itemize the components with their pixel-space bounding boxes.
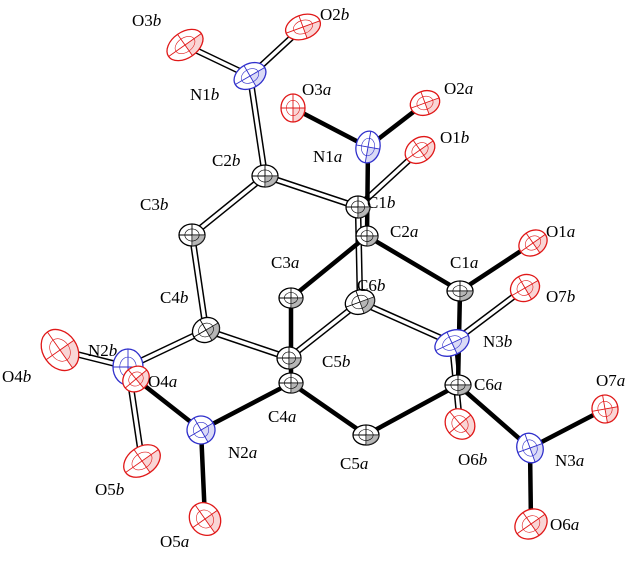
- atom-C3b: [178, 223, 206, 247]
- atom-N3a: [516, 432, 544, 464]
- label-C6a: C6a: [474, 375, 502, 394]
- atom-N3b: [434, 329, 470, 357]
- atom-O1a: [518, 229, 548, 257]
- label-N2a: N2a: [228, 443, 257, 462]
- atom-C4b: [191, 316, 221, 344]
- atoms: [40, 13, 619, 540]
- atom-C4a: [278, 372, 304, 394]
- bond-C4a-C5a: [288, 380, 369, 438]
- label-O3b: O3b: [132, 11, 161, 30]
- atom-C5b: [276, 346, 302, 370]
- bond-C2a-C3a: [288, 233, 370, 301]
- bond-C3b-C4b: [188, 234, 210, 331]
- atom-O3b: [166, 28, 204, 62]
- bond-C5a-C6a: [363, 382, 461, 438]
- label-O1b: O1b: [440, 128, 469, 147]
- atom-O6a: [514, 508, 548, 540]
- label-C1a: C1a: [450, 253, 478, 272]
- label-N2b: N2b: [88, 341, 117, 360]
- label-O7a: O7a: [596, 371, 625, 390]
- label-C6b: C6b: [357, 276, 385, 295]
- label-C3b: C3b: [140, 195, 168, 214]
- atom-O1b: [404, 135, 436, 165]
- bond-C6b-C1b: [354, 206, 364, 303]
- atom-C1a: [446, 280, 474, 302]
- atom-O5a: [188, 501, 222, 537]
- label-O3a: O3a: [302, 80, 331, 99]
- atom-C6b: [344, 288, 376, 316]
- label-O5a: O5a: [160, 532, 189, 551]
- label-O7b: O7b: [546, 287, 575, 306]
- bond-O3a-N1a: [290, 105, 371, 150]
- label-O4b: O4b: [2, 367, 31, 386]
- label-N3b: N3b: [483, 332, 512, 351]
- label-O2b: O2b: [320, 5, 349, 24]
- atom-C5a: [352, 424, 380, 446]
- atom-O2b: [284, 13, 322, 41]
- atom-O4b: [40, 328, 80, 372]
- atom-O3a: [280, 93, 306, 123]
- label-N1b: N1b: [190, 85, 219, 104]
- atom-N1a: [355, 130, 381, 164]
- bond-N1b-C2b: [246, 75, 269, 177]
- bond-C4a-N2a: [198, 380, 294, 433]
- label-C2b: C2b: [212, 151, 240, 170]
- label-N3a: N3a: [555, 451, 584, 470]
- bond-C2b-C1b: [263, 172, 360, 211]
- label-C2a: C2a: [390, 222, 418, 241]
- atom-labels: O3b O2b N1b O3a O2a N1a O1b C2b C1b C3b …: [2, 5, 625, 551]
- atom-C6a: [444, 374, 472, 396]
- atom-N1b: [233, 61, 267, 91]
- atom-O5b: [123, 444, 161, 478]
- label-O6b: O6b: [458, 450, 487, 469]
- label-O4a: O4a: [148, 372, 177, 391]
- bond-C2a-C1a: [364, 233, 463, 294]
- label-O1a: O1a: [546, 222, 575, 241]
- atom-O2a: [409, 89, 441, 117]
- label-O2a: O2a: [444, 79, 473, 98]
- label-C4b: C4b: [160, 288, 188, 307]
- bond-C6a-N3a: [455, 382, 533, 451]
- atom-C2a: [355, 225, 379, 247]
- atom-C1b: [345, 195, 371, 219]
- label-O6a: O6a: [550, 515, 579, 534]
- bond-C6b-N3b: [358, 299, 454, 346]
- label-C1b: C1b: [367, 193, 395, 212]
- atom-O6b: [444, 408, 476, 440]
- bond-C4b-C5b: [204, 326, 291, 362]
- atom-C3a: [278, 287, 304, 309]
- atom-C2b: [251, 164, 279, 188]
- bond-N3a-O7a: [527, 406, 608, 451]
- label-C5b: C5b: [322, 352, 350, 371]
- atom-O7a: [591, 394, 619, 424]
- atom-O4a: [122, 365, 150, 393]
- label-C5a: C5a: [340, 454, 368, 473]
- label-C4a: C4a: [268, 407, 296, 426]
- label-O5b: O5b: [95, 480, 124, 499]
- atom-N2a: [186, 415, 216, 445]
- label-C3a: C3a: [271, 253, 299, 272]
- bond-C2b-C3b: [189, 173, 268, 238]
- atom-O7b: [509, 273, 541, 303]
- label-N1a: N1a: [313, 147, 342, 166]
